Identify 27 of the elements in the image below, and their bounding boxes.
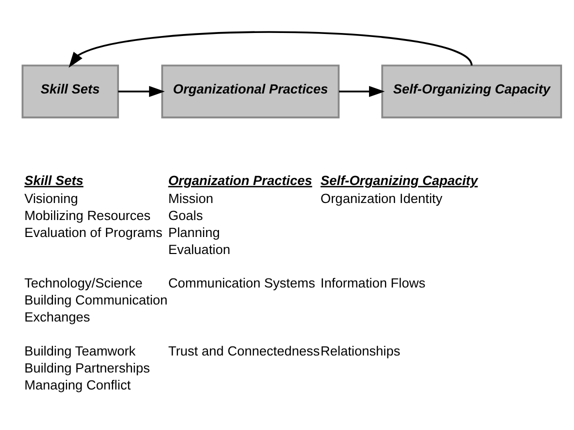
label: Building Teamwork	[24, 342, 136, 358]
label: Building Communication	[24, 292, 168, 308]
label: Information Flows	[320, 275, 426, 290]
label: Exchanges	[24, 309, 90, 324]
label: Skill Sets	[24, 172, 84, 188]
label: Organization Practices	[168, 172, 312, 188]
node-box: Skill Sets	[22, 64, 119, 118]
label: Mission	[168, 190, 214, 206]
label: Trust and Connectedness	[168, 342, 320, 358]
arrow	[118, 85, 165, 96]
label: Planning	[168, 224, 220, 240]
label: Evaluation	[168, 241, 230, 256]
label: Relationships	[320, 342, 400, 358]
node-box: Organizational Practices	[161, 64, 340, 118]
label: Building Partnerships	[24, 360, 150, 375]
label: Managing Conflict	[24, 376, 131, 392]
label: Goals	[168, 207, 203, 222]
label: Evaluation of Programs	[24, 224, 162, 240]
label: Mobilizing Resources	[24, 207, 151, 222]
label: Organization Identity	[320, 190, 442, 206]
arrow	[339, 85, 385, 96]
label: Communication Systems	[168, 275, 316, 290]
node-box: Self-Organizing Capacity	[381, 64, 562, 118]
label: Technology/Science	[24, 275, 142, 290]
arrow	[68, 30, 472, 68]
label: Self-Organizing Capacity	[320, 172, 478, 188]
label: Visioning	[24, 190, 78, 206]
